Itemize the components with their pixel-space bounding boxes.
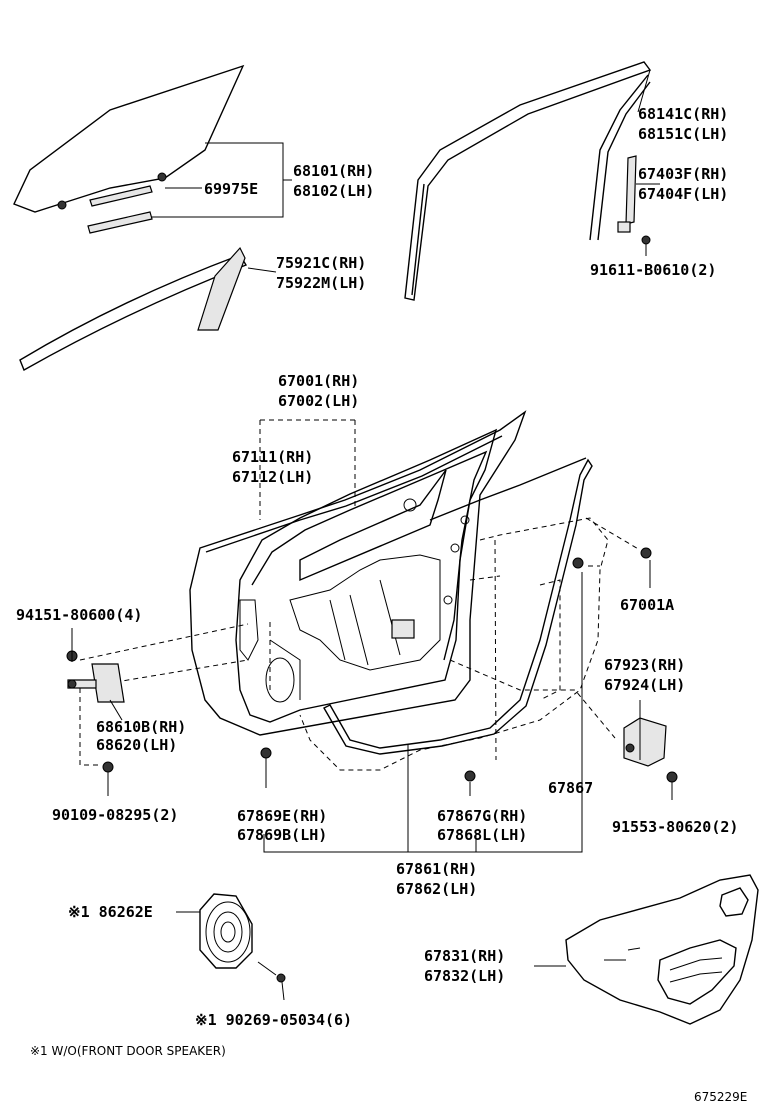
door-lock-illustration xyxy=(623,700,678,800)
label-67002: 67002(LH) xyxy=(278,392,360,410)
label-67404: 67404F(LH) xyxy=(638,185,729,203)
label-67832: 67832(LH) xyxy=(424,967,506,985)
label-94151: 94151-80600(4) xyxy=(16,606,143,624)
label-67112: 67112(LH) xyxy=(232,468,314,486)
label-67001: 67001(RH) xyxy=(278,372,360,390)
label-91553: 91553-80620(2) xyxy=(612,818,739,836)
label-68151: 68151C(LH) xyxy=(638,125,729,143)
glass-leader-lines xyxy=(152,142,292,218)
label-69975: 69975E xyxy=(204,180,259,198)
door-glass-illustration xyxy=(13,64,245,234)
label-67831: 67831(RH) xyxy=(424,947,506,965)
diagram-code: 675229E xyxy=(694,1090,748,1104)
door-check-illustration xyxy=(66,628,125,796)
bracket-lines xyxy=(263,572,583,853)
label-90109: 90109-08295(2) xyxy=(52,806,179,824)
run-channel-illustration xyxy=(404,61,652,301)
footnote: ※1 W/O(FRONT DOOR SPEAKER) xyxy=(30,1044,226,1058)
label-75922: 75922M(LH) xyxy=(276,274,367,292)
label-68102: 68102(LH) xyxy=(293,182,375,200)
label-67111: 67111(RH) xyxy=(232,448,314,466)
label-67403: 67403F(RH) xyxy=(638,165,729,183)
door-trim-illustration xyxy=(534,874,759,1025)
lower-channel-illustration xyxy=(617,155,660,256)
label-67869e: 67869E(RH) xyxy=(237,807,328,825)
label-86262: ※1 86262E xyxy=(68,903,153,921)
label-67867g: 67867G(RH) xyxy=(437,807,528,825)
door-panel-illustration xyxy=(189,410,616,771)
dashed-leaders xyxy=(79,419,641,766)
label-67868l: 67868L(LH) xyxy=(437,826,528,844)
speaker-illustration xyxy=(176,893,286,1001)
label-90269: ※1 90269-05034(6) xyxy=(195,1011,353,1029)
label-68101: 68101(RH) xyxy=(293,162,375,180)
label-68620: 68620(LH) xyxy=(96,736,178,754)
fasteners-illustration xyxy=(260,547,652,796)
label-68610: 68610B(RH) xyxy=(96,718,187,736)
label-67862: 67862(LH) xyxy=(396,880,478,898)
label-68141: 68141C(RH) xyxy=(638,105,729,123)
label-75921: 75921C(RH) xyxy=(276,254,367,272)
label-67924: 67924(LH) xyxy=(604,676,686,694)
label-67923: 67923(RH) xyxy=(604,656,686,674)
label-67867: 67867 xyxy=(548,779,594,797)
label-67869b: 67869B(LH) xyxy=(237,826,328,844)
label-67861: 67861(RH) xyxy=(396,860,478,878)
belt-moulding-illustration xyxy=(19,246,277,372)
label-91611: 91611-B0610(2) xyxy=(590,261,717,279)
label-67001a: 67001A xyxy=(620,596,675,614)
